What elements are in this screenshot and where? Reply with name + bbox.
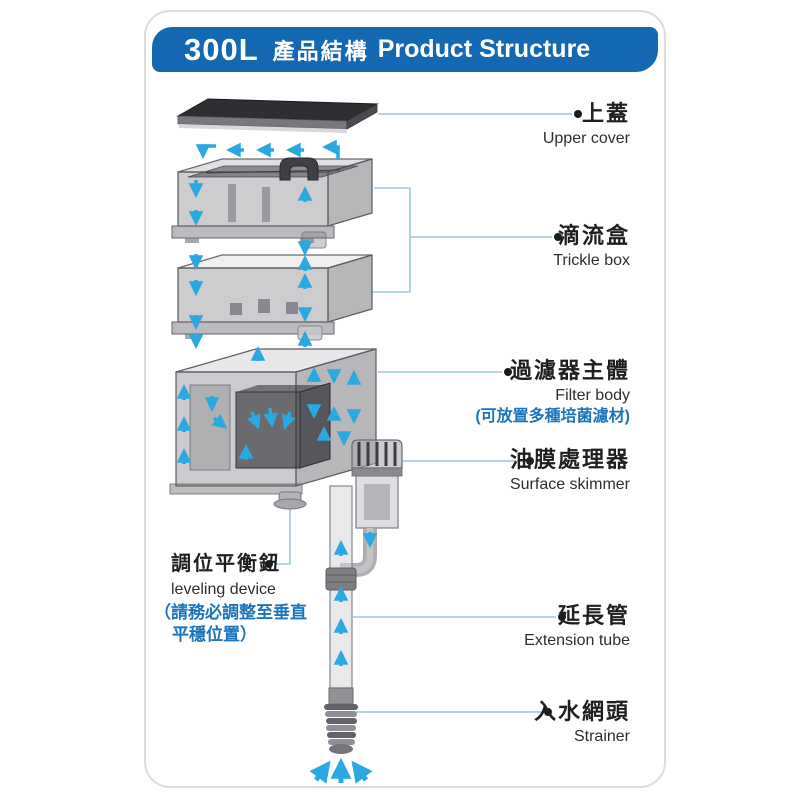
label-filter-body-zh: 過濾器主體	[509, 358, 630, 383]
label-leveling-device-note: （請務必調整至垂直 平穩位置）	[154, 602, 307, 646]
label-surface-skimmer: 油膜處理器 Surface skimmer	[510, 447, 630, 494]
label-leveling-device-note-line2: 平穩位置）	[172, 625, 257, 644]
label-upper-cover: 上蓋 Upper cover	[543, 101, 630, 148]
label-filter-body: 過濾器主體 Filter body (可放置多種培菌濾材)	[475, 358, 630, 427]
label-surface-skimmer-en: Surface skimmer	[509, 476, 630, 493]
label-filter-body-note: (可放置多種培菌濾材)	[475, 408, 630, 425]
model-number: 300L	[184, 31, 259, 67]
label-extension-tube-zh: 延長管	[557, 603, 630, 628]
label-upper-cover-zh: 上蓋	[581, 101, 630, 126]
label-leveling-device-note-line1: （請務必調整至垂直	[154, 603, 307, 622]
label-leveling-device: 調位平衡鈕 leveling device	[171, 552, 281, 599]
page-title-zh: 產品結構	[272, 38, 369, 64]
title-banner: 300L 產品結構 Product Structure	[152, 27, 658, 72]
label-trickle-box-zh: 滴流盒	[557, 223, 630, 248]
page-title-en: Product Structure	[377, 35, 591, 63]
label-leveling-device-zh: 調位平衡鈕	[171, 553, 281, 575]
label-surface-skimmer-zh: 油膜處理器	[509, 447, 630, 472]
label-strainer-zh: 入水網頭	[533, 699, 630, 724]
label-trickle-box-en: Trickle box	[553, 252, 630, 269]
label-strainer: 入水網頭 Strainer	[534, 699, 630, 746]
label-upper-cover-en: Upper cover	[542, 130, 630, 147]
label-strainer-en: Strainer	[573, 728, 630, 745]
label-leveling-device-en: leveling device	[171, 581, 276, 598]
label-filter-body-en: Filter body	[555, 387, 630, 404]
label-extension-tube: 延長管 Extension tube	[524, 603, 630, 650]
label-extension-tube-en: Extension tube	[524, 632, 630, 649]
label-trickle-box: 滴流盒 Trickle box	[553, 223, 630, 270]
